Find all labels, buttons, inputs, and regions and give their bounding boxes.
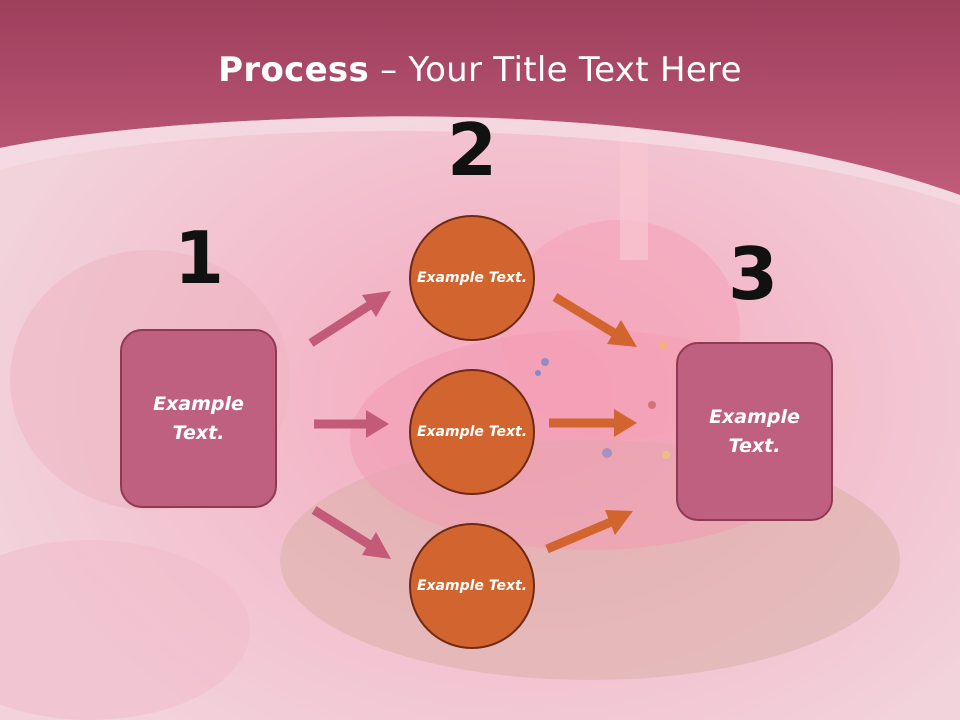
sprinkle: [541, 358, 549, 366]
circle-bottom-text: Example Text.: [416, 577, 528, 594]
candle-shape: [620, 130, 648, 260]
slide-title: Process – Your Title Text Here: [0, 50, 960, 90]
step-3-box-text: Example Text.: [709, 405, 800, 457]
title-rest: – Your Title Text Here: [369, 50, 742, 90]
arrow-top-to-3: [552, 293, 637, 347]
step-1-box: Example Text.: [120, 329, 277, 508]
circle-top-text: Example Text.: [416, 269, 528, 286]
arrow-1-to-top: [308, 291, 391, 347]
sprinkle: [535, 370, 541, 376]
sprinkle: [602, 448, 612, 458]
arrow-middle-to-3: [549, 409, 637, 437]
title-bold: Process: [218, 50, 370, 90]
sprinkle: [662, 451, 670, 459]
step-2-circle-top: Example Text.: [409, 215, 535, 341]
arrow-1-to-middle: [314, 410, 389, 438]
arrow-bottom-to-3: [545, 510, 633, 554]
step-2-circle-middle: Example Text.: [409, 369, 535, 495]
step-number-2: 2: [446, 108, 498, 192]
circle-middle-text: Example Text.: [416, 423, 528, 440]
header-band: [0, 0, 960, 195]
step-number-3: 3: [727, 232, 779, 316]
header-swoosh: [0, 116, 960, 205]
step-number-1: 1: [173, 216, 225, 300]
step-3-box: Example Text.: [676, 342, 833, 521]
sprinkle: [659, 341, 667, 349]
step-2-circle-bottom: Example Text.: [409, 523, 535, 649]
step-1-box-text: Example Text.: [153, 392, 244, 444]
arrow-1-to-bottom: [311, 506, 391, 559]
sprinkle: [648, 401, 656, 409]
